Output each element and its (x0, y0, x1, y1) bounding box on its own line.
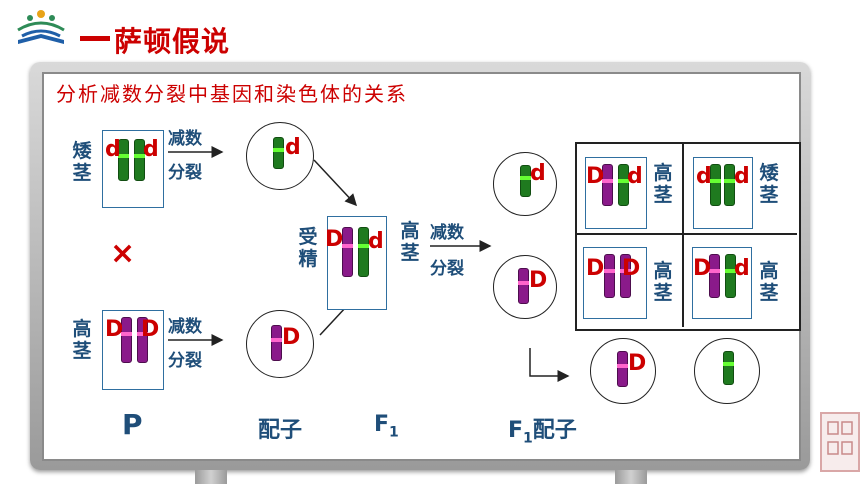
parent-dwarf-cell: d d (102, 130, 164, 208)
label-division: 分裂 (168, 351, 202, 371)
chromosome-purple (342, 227, 353, 277)
label-tall-stem-f1: 高茎 (400, 220, 420, 264)
gene-label: D (693, 256, 712, 281)
gene-label: D (325, 227, 344, 252)
gene-label: d (627, 164, 643, 189)
board-leg-right (615, 470, 647, 484)
school-logo-icon (8, 6, 74, 46)
chromosome-purple (271, 325, 282, 361)
gene-label: d (734, 256, 750, 281)
page-title: 萨顿假说 (114, 25, 231, 58)
gene-label: d (734, 164, 750, 189)
punnett-divider-horizontal (575, 233, 797, 235)
gene-label: D (529, 268, 548, 293)
label-dwarf-stem: 矮茎 (759, 162, 779, 206)
title-dash (80, 36, 110, 41)
gene-label: D (622, 256, 641, 281)
red-seal-icon (820, 412, 860, 472)
gene-label: d (696, 164, 712, 189)
gene-label: d (368, 229, 384, 254)
label-p: P (122, 408, 143, 441)
cross-symbol: × (110, 236, 136, 271)
board-subtitle: 分析减数分裂中基因和染色体的关系 (56, 82, 408, 106)
chromosome-purple (121, 317, 132, 363)
label-tall-stem-p: 高茎 (72, 318, 92, 362)
label-tall-stem: 高茎 (653, 162, 673, 206)
gamete-D: D (246, 310, 314, 378)
f1-cell: D d (325, 216, 387, 310)
gene-label: D (586, 256, 605, 281)
label-dwarf-stem-p: 矮茎 (72, 140, 92, 184)
label-meiosis: 减数 (168, 317, 202, 337)
gene-label: d (530, 161, 546, 186)
parent-tall-cell: D D (102, 310, 164, 390)
gene-label: D (282, 325, 301, 350)
chromosome-green (358, 227, 369, 277)
board-leg-left (195, 470, 227, 484)
f1-gamete-d: d (493, 152, 557, 216)
f1-gamete-d-bottom (694, 338, 760, 404)
label-meiosis: 减数 (430, 223, 464, 243)
arrow-gamete-d-to-f1 (313, 159, 358, 207)
chromosome-green (273, 137, 284, 169)
label-division: 分裂 (430, 259, 464, 279)
label-fertilization: 受精 (298, 226, 318, 270)
gene-label: D (586, 164, 605, 189)
offspring-DD-cell: D D (583, 247, 647, 319)
label-gametes: 配子 (258, 418, 303, 443)
f1-gamete-D-bottom: D (590, 338, 656, 404)
gene-label: d (105, 137, 121, 162)
gene-label: D (141, 317, 160, 342)
gamete-d: d (246, 122, 314, 190)
label-division: 分裂 (168, 163, 202, 183)
label-f1-gametes: F1配子 (508, 418, 577, 447)
chromosome-purple (137, 317, 148, 363)
gene-label: D (628, 351, 647, 376)
gene-label: d (285, 135, 301, 160)
gene-label: d (143, 137, 159, 162)
label-tall-stem: 高茎 (759, 260, 779, 304)
f1-gamete-D: D (493, 255, 557, 319)
chromosome-green (118, 139, 129, 181)
chromosome-green (134, 139, 145, 181)
chromosome-green (520, 165, 531, 197)
gene-label: D (105, 317, 124, 342)
arrow-f1-gametes-corner (529, 348, 570, 382)
offspring-Dd-cell: D d (692, 247, 752, 319)
label-tall-stem: 高茎 (653, 260, 673, 304)
offspring-Dd-cell: D d (585, 157, 647, 229)
chromosome-purple (518, 268, 529, 304)
offspring-dd-cell: d d (693, 157, 753, 229)
label-f1: F1 (374, 412, 399, 441)
label-meiosis: 减数 (168, 129, 202, 149)
